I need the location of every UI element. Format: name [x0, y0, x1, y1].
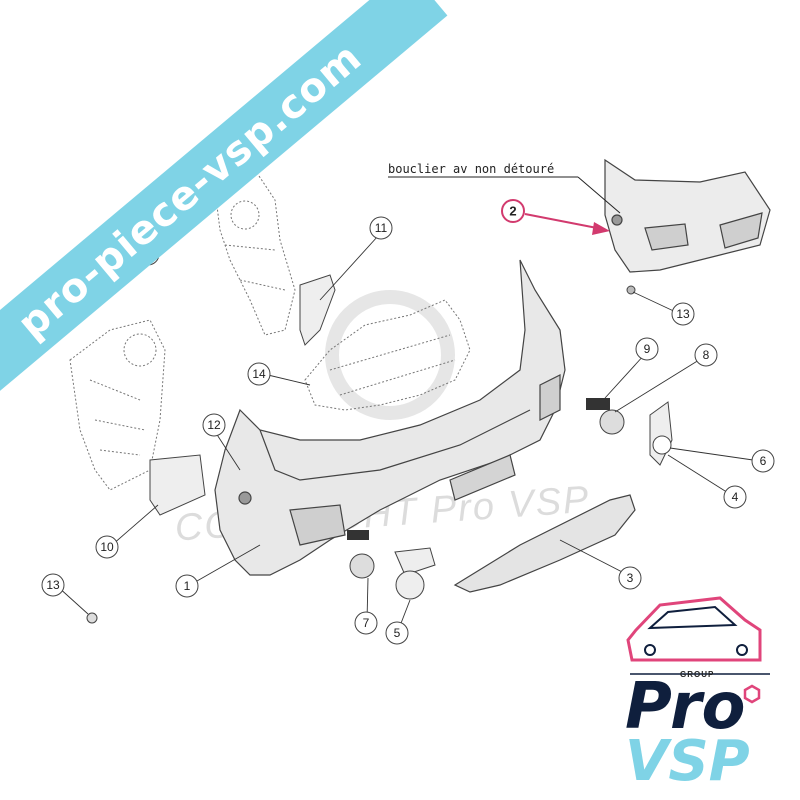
- part-8-lamp-lower: [349, 553, 375, 579]
- svg-text:7: 7: [363, 616, 370, 630]
- part-2-arrow: [524, 213, 598, 229]
- svg-text:14: 14: [252, 367, 266, 381]
- part-16-bracket: [214, 169, 296, 336]
- callout-8: 8: [694, 343, 718, 367]
- inset-caption: bouclier av non détouré: [388, 162, 554, 176]
- callout-4: 4: [723, 485, 747, 509]
- svg-text:1: 1: [184, 579, 191, 593]
- callout-10: 10: [95, 535, 119, 559]
- part-9-sensor: [586, 398, 610, 410]
- callout-13-upper: 13: [671, 302, 695, 326]
- svg-text:4: 4: [732, 490, 739, 504]
- part-9-sensor-lower: [347, 530, 369, 540]
- part-15-bracket: [69, 319, 166, 491]
- svg-text:9: 9: [644, 342, 651, 356]
- callout-9: 9: [635, 337, 659, 361]
- svg-text:5: 5: [394, 626, 401, 640]
- provsp-logo: GROUP Pro VSP: [625, 596, 770, 794]
- part-13-clip-lower: [86, 612, 98, 624]
- callout-5: 5: [385, 621, 409, 645]
- svg-text:11: 11: [375, 221, 388, 235]
- svg-text:Pro: Pro: [625, 670, 745, 744]
- svg-text:2: 2: [509, 204, 516, 219]
- svg-text:VSP: VSP: [625, 729, 750, 794]
- rear-bumper: [214, 259, 566, 576]
- inset-bumper-view: [604, 158, 771, 273]
- part-3-diffuser: [453, 494, 636, 593]
- svg-text:6: 6: [760, 454, 767, 468]
- svg-text:10: 10: [100, 540, 114, 554]
- part-7-cover: [394, 547, 436, 576]
- part-14-reinforcement: [304, 299, 471, 411]
- part-8-lamp: [599, 409, 625, 435]
- svg-text:12: 12: [207, 418, 221, 432]
- svg-text:8: 8: [703, 348, 710, 362]
- part-2-arrowhead: [592, 222, 610, 235]
- svg-text:13: 13: [676, 307, 690, 321]
- callout-3: 3: [618, 566, 642, 590]
- car-outline-icon: [626, 596, 762, 662]
- caption-leader: [577, 176, 621, 214]
- hexagon-icon: [743, 684, 761, 704]
- callout-6: 6: [751, 449, 775, 473]
- svg-text:13: 13: [46, 578, 60, 592]
- copyright-circle-watermark: [325, 290, 455, 420]
- callout-2: 2: [501, 199, 525, 223]
- part-5-ring: [395, 570, 425, 600]
- part-6-ring: [652, 435, 672, 455]
- callout-1: 1: [175, 574, 199, 598]
- svg-text:3: 3: [627, 571, 634, 585]
- callout-13-lower: 13: [41, 573, 65, 597]
- part-10-reflector: [149, 454, 206, 516]
- callout-14: 14: [247, 362, 271, 386]
- callout-12: 12: [202, 413, 226, 437]
- callout-7: 7: [354, 611, 378, 635]
- callout-11: 11: [369, 216, 393, 240]
- svg-text:GROUP: GROUP: [680, 670, 714, 679]
